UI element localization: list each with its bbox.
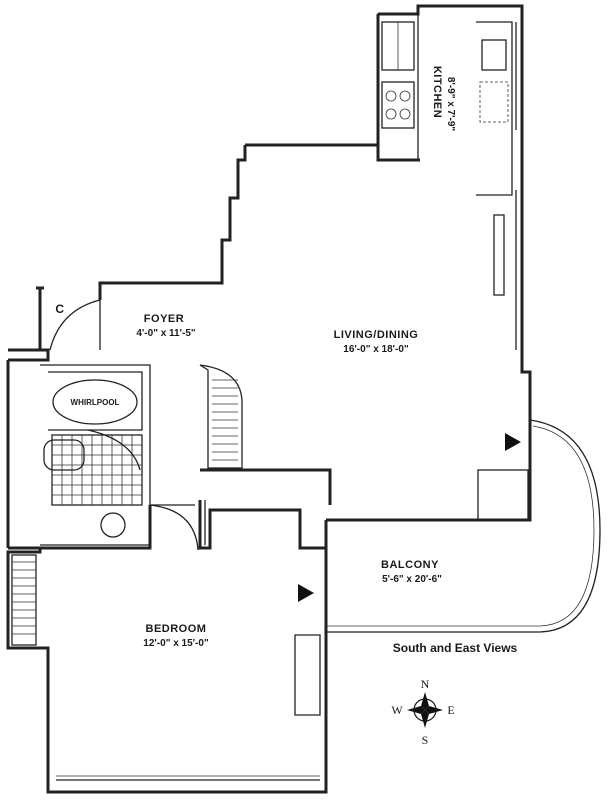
compass-e: E xyxy=(447,703,454,717)
kitchen-label: KITCHEN xyxy=(431,66,443,118)
compass-s: S xyxy=(422,733,429,747)
living-dims: 16'-0" x 18'-0" xyxy=(343,344,409,355)
kitchen-dims: 8'-9" x 7'-9" xyxy=(445,77,456,132)
foyer-dims: 4'-0" x 11'-5" xyxy=(136,328,196,339)
whirlpool-label: WHIRLPOOL xyxy=(71,398,120,407)
balcony xyxy=(326,419,601,633)
bedroom-label: BEDROOM xyxy=(146,623,207,635)
closet-label: C xyxy=(55,302,64,316)
interior-walls xyxy=(40,13,513,716)
balcony-label: BALCONY xyxy=(381,559,439,571)
views-note: South and East Views xyxy=(393,641,518,655)
bedroom-dims: 12'-0" x 15'-0" xyxy=(143,638,209,649)
column xyxy=(477,469,529,521)
entry-arrow-living xyxy=(505,433,521,451)
compass-w: W xyxy=(391,703,403,717)
kitchen-fixtures xyxy=(381,21,517,350)
window-living xyxy=(493,214,505,296)
curved-stair xyxy=(212,379,238,461)
living-label: LIVING/DINING xyxy=(334,329,419,341)
entry-arrow-bedroom xyxy=(298,584,314,602)
compass: N S W E xyxy=(391,677,454,747)
foyer-label: FOYER xyxy=(144,313,184,325)
balcony-dims: 5'-6" x 20'-6" xyxy=(382,574,442,585)
bath-fixtures xyxy=(43,379,143,538)
doors xyxy=(49,299,199,551)
bedroom-closet xyxy=(11,554,37,646)
compass-n: N xyxy=(421,677,430,691)
